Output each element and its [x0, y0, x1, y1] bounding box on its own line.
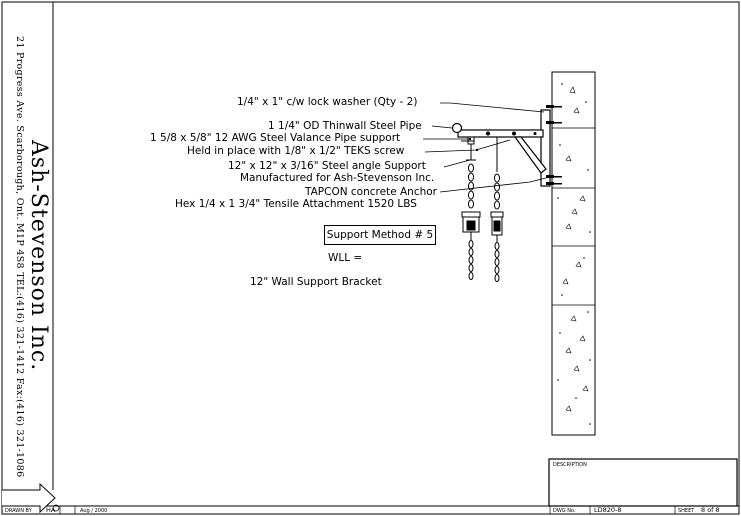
- description-label: DESCRIPTION: [553, 462, 587, 468]
- callout-manufacturer: Manufactured for Ash-Stevenson Inc.: [240, 172, 435, 184]
- leader-lines: [423, 102, 547, 193]
- bracket-arm: [457, 129, 544, 138]
- callout-teks-screw: Held in place with 1/8" x 1/2" TEKS scre…: [187, 145, 405, 157]
- chain-assembly-right: [490, 137, 504, 282]
- steel-pipe: [451, 122, 463, 134]
- sheet-value: 8 of 8: [701, 506, 720, 514]
- concrete-dots: [557, 83, 591, 425]
- drawn-by-value: HA: [46, 506, 56, 514]
- bracket-label: 12" Wall Support Bracket: [250, 276, 382, 288]
- drawn-by-label: DRAWN BY: [5, 508, 32, 514]
- corner-arrow: [2, 482, 56, 514]
- dwg-value: LD820-8: [594, 506, 622, 514]
- dwg-label: DWG No.: [553, 508, 576, 514]
- concrete-wall: [551, 71, 596, 436]
- company-address: 21 Progress Ave. Scarborough, Ont. M1P 4…: [14, 36, 25, 478]
- anchor-bolts: [546, 105, 562, 185]
- chain-assembly-left: [461, 144, 481, 280]
- callout-lock-washer: 1/4" x 1" c/w lock washer (Qty - 2): [237, 96, 418, 108]
- callout-angle-support: 12" x 12" x 3/16" Steel angle Support: [228, 160, 426, 172]
- concrete-aggregate: [562, 86, 589, 412]
- wll-label: WLL =: [328, 252, 363, 264]
- arm-bolts: [486, 131, 537, 136]
- angle-plate: [540, 109, 551, 187]
- callout-pipe: 1 1/4" OD Thinwall Steel Pipe: [268, 120, 422, 132]
- diagonal-brace: [513, 136, 547, 174]
- callout-tensile: Hex 1/4 x 1 3/4" Tensile Attachment 1520…: [175, 198, 417, 210]
- support-method-label: Support Method # 5: [324, 225, 436, 245]
- date-value: Aug / 2000: [80, 508, 108, 514]
- callout-valance-support: 1 5/8 x 5/8" 12 AWG Steel Valance Pipe s…: [150, 132, 401, 144]
- company-name: Ash-Stevenson Inc.: [26, 140, 51, 372]
- sheet-label: SHEET: [678, 508, 695, 514]
- callout-anchor: TAPCON concrete Anchor: [305, 186, 437, 198]
- title-block-box: [548, 458, 738, 507]
